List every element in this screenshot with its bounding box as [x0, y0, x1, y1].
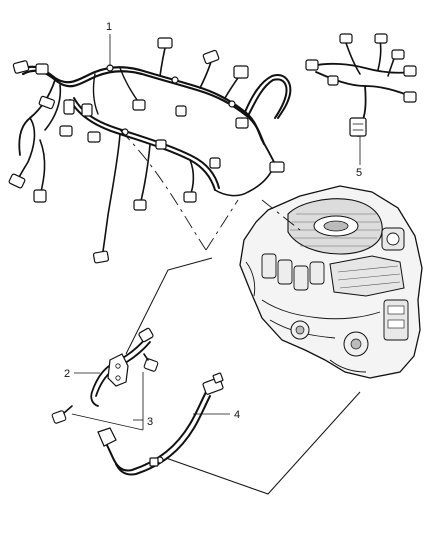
bolts[interactable] [51, 353, 159, 424]
bolt-upper[interactable] [143, 353, 159, 372]
sensor-jumper-harness[interactable] [97, 372, 224, 476]
callout-1: 1 [106, 21, 112, 33]
assembly-leader-lines [119, 129, 361, 495]
main-wiring-harness[interactable] [8, 37, 292, 264]
callout-5: 5 [356, 167, 362, 179]
injector-harness[interactable] [305, 33, 417, 137]
bolt-lower[interactable] [51, 405, 73, 424]
callout-lines [71, 34, 361, 431]
callout-3: 3 [147, 416, 153, 428]
callout-4: 4 [234, 409, 240, 421]
callout-2: 2 [64, 368, 70, 380]
engine-assembly [239, 185, 423, 379]
wiring-bracket-harness[interactable] [90, 327, 154, 407]
